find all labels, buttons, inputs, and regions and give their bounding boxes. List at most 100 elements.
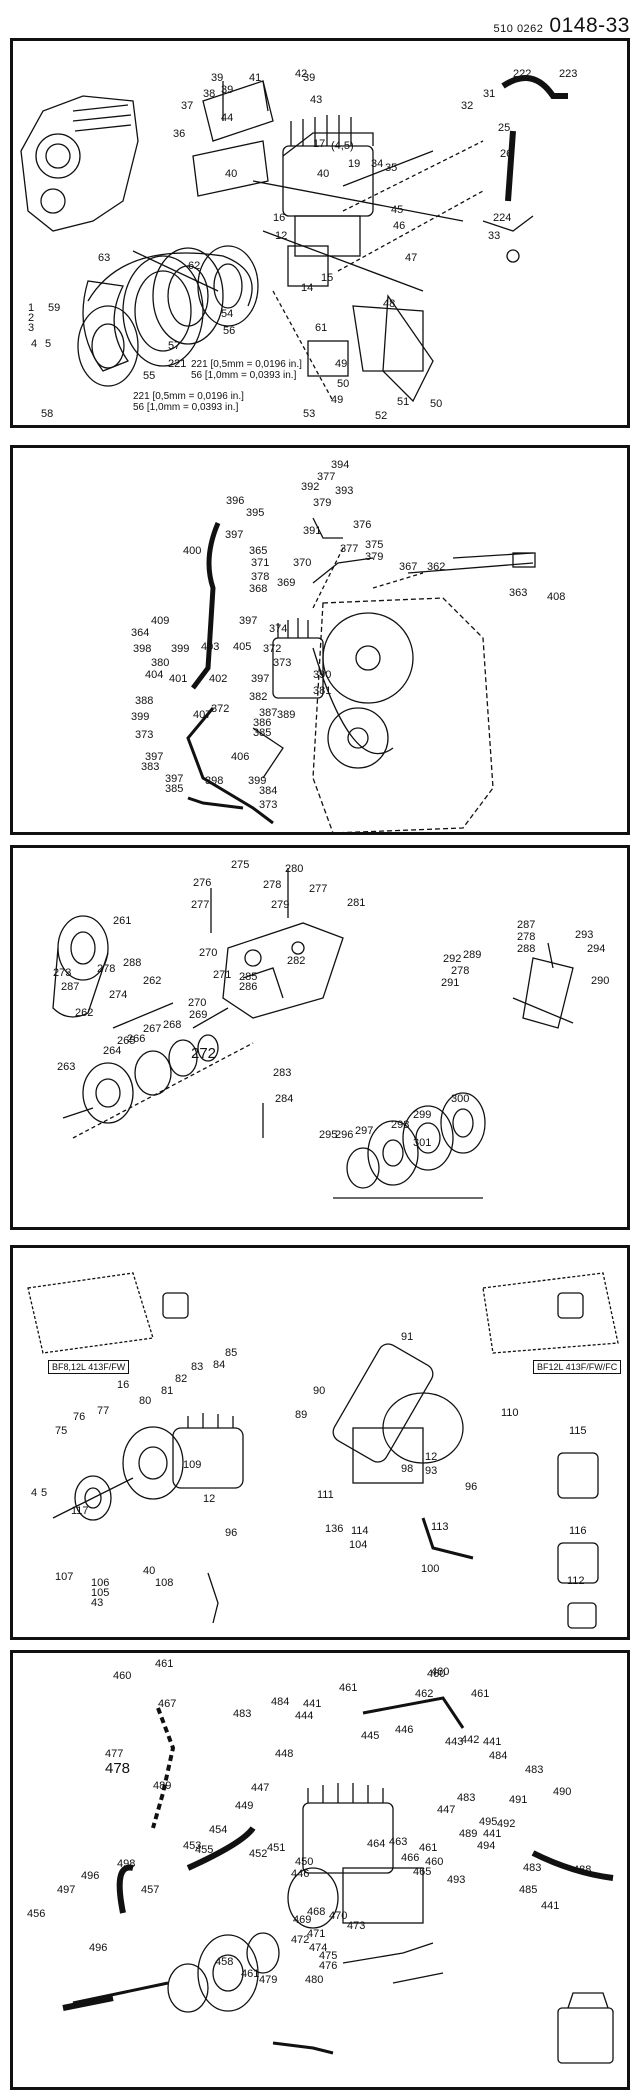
part-callout: 19 [348,158,361,170]
part-callout: 14 [301,282,314,294]
part-callout: 378 [251,571,270,583]
part-callout: 494 [477,1840,496,1852]
part-callout: 462 [415,1688,434,1700]
part-callout: 396 [226,495,245,507]
part-callout: 25 [498,122,511,134]
part-callout: 277 [191,899,210,911]
part-callout: 371 [251,557,270,569]
part-callout: 446 [291,1868,310,1880]
part-callout: 278 [97,963,116,975]
part-callout: 379 [313,497,332,509]
part-callout: 291 [441,977,460,989]
part-callout: 461 [241,1968,260,1980]
part-callout: 2 [28,312,35,324]
part-callout: 373 [273,657,292,669]
drawing-3 [52,868,574,1199]
part-callout: 447 [251,1782,270,1794]
part-callout: 380 [151,657,170,669]
part-callout: 468 [307,1906,326,1918]
part-callout: 372 [211,703,230,715]
part-callout: 297 [355,1125,374,1137]
part-callout: 372 [263,643,282,655]
part-callout: 483 [525,1764,544,1776]
part-callout: 107 [55,1571,74,1583]
part-callout: 5 [41,1487,48,1499]
part-callout: 444 [295,1710,314,1722]
part-callout: 265 [117,1035,136,1047]
part-callout: 385 [253,727,272,739]
part-callout: 49 [335,358,348,370]
part-callout: 463 [389,1836,408,1848]
part-callout: 56 [223,325,236,337]
part-callout: 393 [335,485,354,497]
part-callout: 386 [253,717,272,729]
part-callout: 287 [517,919,536,931]
part-callout: 383 [141,761,160,773]
part-callout: 384 [259,785,278,797]
part-callout: 261 [113,915,132,927]
part-callout: 116 [569,1525,587,1537]
part-callout: 112 [567,1575,585,1587]
part-callout: 298 [391,1119,410,1131]
part-callout: 42 [295,68,308,80]
part-callout: 390 [313,669,332,681]
part-callout: 397 [165,773,184,785]
engine-variant-tag-left: BF8,12L 413F/FW [48,1360,130,1374]
part-callout: 397 [239,615,258,627]
part-callout: 58 [41,408,54,420]
part-callout: 273 [53,967,72,979]
part-callout: 474 [309,1942,328,1954]
part-callout: 296 [335,1129,354,1141]
part-callout: 287 [61,981,80,993]
drawing-4 [27,1272,619,1629]
part-callout: 224 [493,212,512,224]
page-code: 510 0262 0148-33 [494,14,630,38]
part-callout: 54 [221,308,234,320]
part-callout: 274 [109,989,128,1001]
part-callout: 82 [175,1373,188,1385]
part-callout: 223 [559,68,578,80]
part-callout: 375 [365,539,384,551]
part-callout: 271 [213,969,232,981]
part-callout: 464 [367,1838,386,1850]
part-callout: 452 [249,1848,268,1860]
part-callout: 288 [123,957,142,969]
part-callout: 76 [73,1411,86,1423]
part-callout: 40 [317,168,330,180]
part-callout: 389 [277,709,296,721]
part-callout: 31 [483,88,496,100]
part-callout: 12 [275,230,288,242]
part-callout: 368 [249,583,268,595]
part-callout: 1 [28,302,35,314]
part-callout: 454 [209,1824,228,1836]
part-callout: 398 [133,643,152,655]
part-callout: 374 [269,623,288,635]
part-callout: 473 [347,1920,366,1932]
part-callout: 377 [317,471,336,483]
part-callout: 276 [193,877,212,889]
part-callout: 4 [31,338,38,350]
part-callout: 278 [517,931,536,943]
part-callout: 5 [45,338,52,350]
part-callout: 278 [263,879,282,891]
part-callout: 284 [275,1093,294,1105]
part-callout: 3 [28,322,35,334]
part-callout: 498 [117,1858,136,1870]
part-callout: 483 [233,1708,252,1720]
part-callout: 104 [349,1539,368,1551]
part-callout: 479 [259,1974,278,1986]
part-callout: 16 [117,1379,130,1391]
part-callout: 38 [203,88,216,100]
part-callout: 497 [57,1884,76,1896]
part-callout: 48 [383,298,396,310]
part-callout: 407 [193,709,212,721]
part-callout: 469 [293,1914,312,1926]
part-callout: 460 [427,1668,446,1680]
part-callout: 267 [143,1023,162,1035]
part-callout: 36 [173,128,186,140]
part-callout: 270 [188,997,207,1009]
part-callout: 381 [313,685,332,697]
part-callout: 385 [165,783,184,795]
